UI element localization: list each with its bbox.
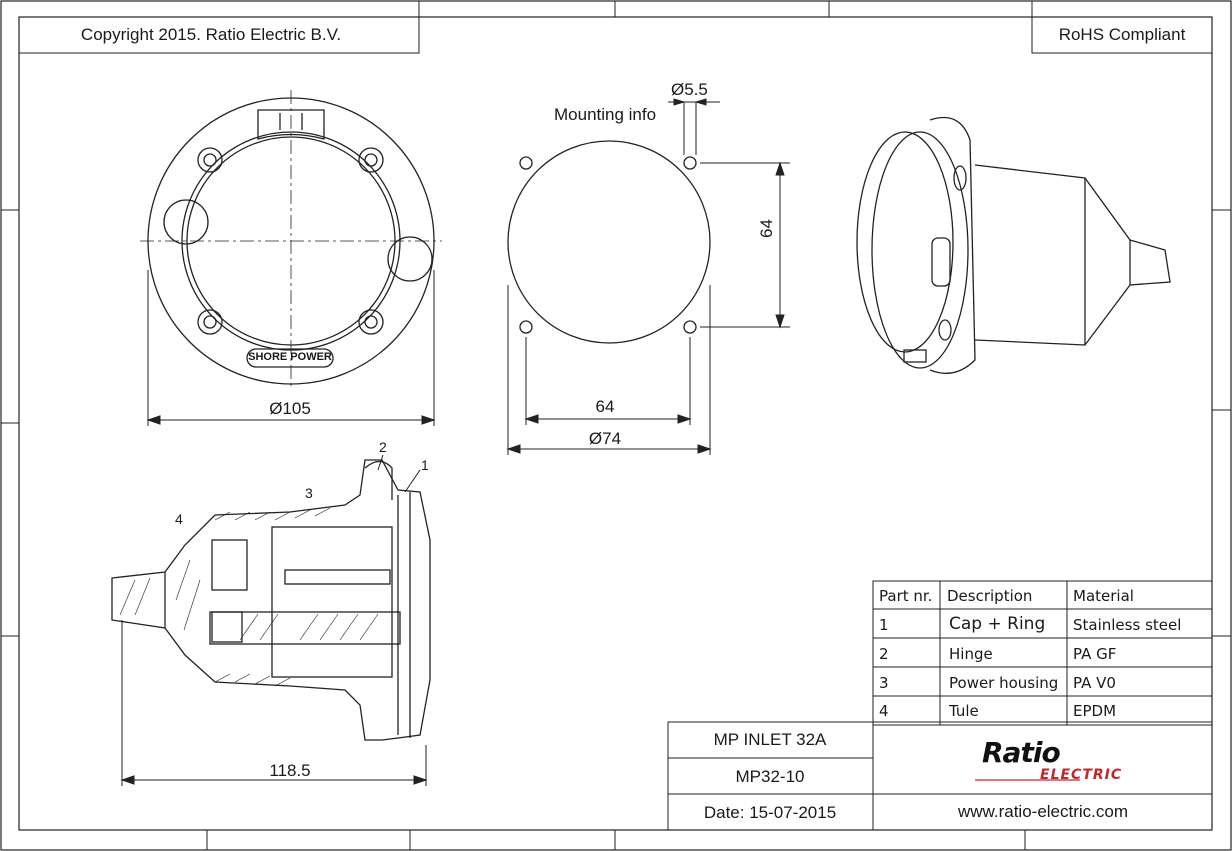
copyright-box: [18, 16, 420, 54]
ratio-logo: Ratio: [982, 736, 1061, 769]
table-cell: 1: [879, 616, 889, 634]
mounting-title: Mounting info: [554, 105, 657, 124]
callout-2: 2: [379, 439, 387, 455]
callout-3: 3: [305, 485, 313, 501]
iso-view: [856, 116, 1171, 374]
callout-4: 4: [175, 511, 183, 527]
product-name: MP INLET 32A: [713, 730, 827, 749]
callout-1: 1: [421, 457, 429, 473]
front-view: [140, 90, 442, 390]
dim-vertical-spacing: 64: [757, 219, 776, 238]
table-cell: 4: [879, 702, 889, 720]
th-material: Material: [1073, 587, 1134, 605]
th-description: Description: [947, 587, 1033, 605]
table-cell: Hinge: [949, 645, 993, 663]
table-cell: Power housing: [949, 674, 1059, 692]
table-cell: Cap + Ring: [949, 614, 1046, 634]
shore-power-badge: SHORE POWER: [248, 351, 332, 363]
ratio-logo-sub: ELECTRIC: [1040, 767, 1123, 783]
table-cell: PA GF: [1073, 645, 1117, 663]
dim-horizontal-spacing: 64: [595, 397, 615, 416]
website-link[interactable]: www.ratio-electric.com: [957, 802, 1129, 821]
parts-table: Part nr. Description Material 1 Cap + Ri…: [873, 581, 1212, 725]
table-cell: Tule: [949, 702, 979, 720]
mounting-view: [507, 140, 711, 344]
rohs-box: [1031, 16, 1213, 54]
title-block-grid: [667, 721, 1213, 831]
parts-table-grid: [872, 580, 1213, 726]
section-hatching: [119, 507, 379, 687]
table-cell: 3: [879, 674, 889, 692]
table-cell: EPDM: [1073, 702, 1117, 720]
table-cell: PA V0: [1073, 674, 1116, 692]
rohs-text: RoHS Compliant: [1058, 25, 1186, 44]
section-view: [111, 459, 431, 741]
product-code: MP32-10: [735, 767, 805, 786]
section-dims: [120, 454, 428, 786]
mounting-dims: [506, 98, 790, 455]
drawing-date: Date: 15-07-2015: [703, 803, 837, 822]
table-cell: Stainless steel: [1073, 616, 1182, 634]
table-cell: 2: [879, 645, 889, 663]
copyright-text: Copyright 2015. Ratio Electric B.V.: [80, 25, 342, 44]
dim-cutout-diameter: Ø74: [588, 429, 622, 448]
dim-hole-diameter: Ø5.5: [671, 80, 708, 99]
dim-length: 118.5: [269, 761, 311, 780]
front-dim: [146, 270, 436, 426]
dim-front-diameter: Ø105: [269, 399, 311, 418]
th-part-nr: Part nr.: [879, 587, 933, 605]
